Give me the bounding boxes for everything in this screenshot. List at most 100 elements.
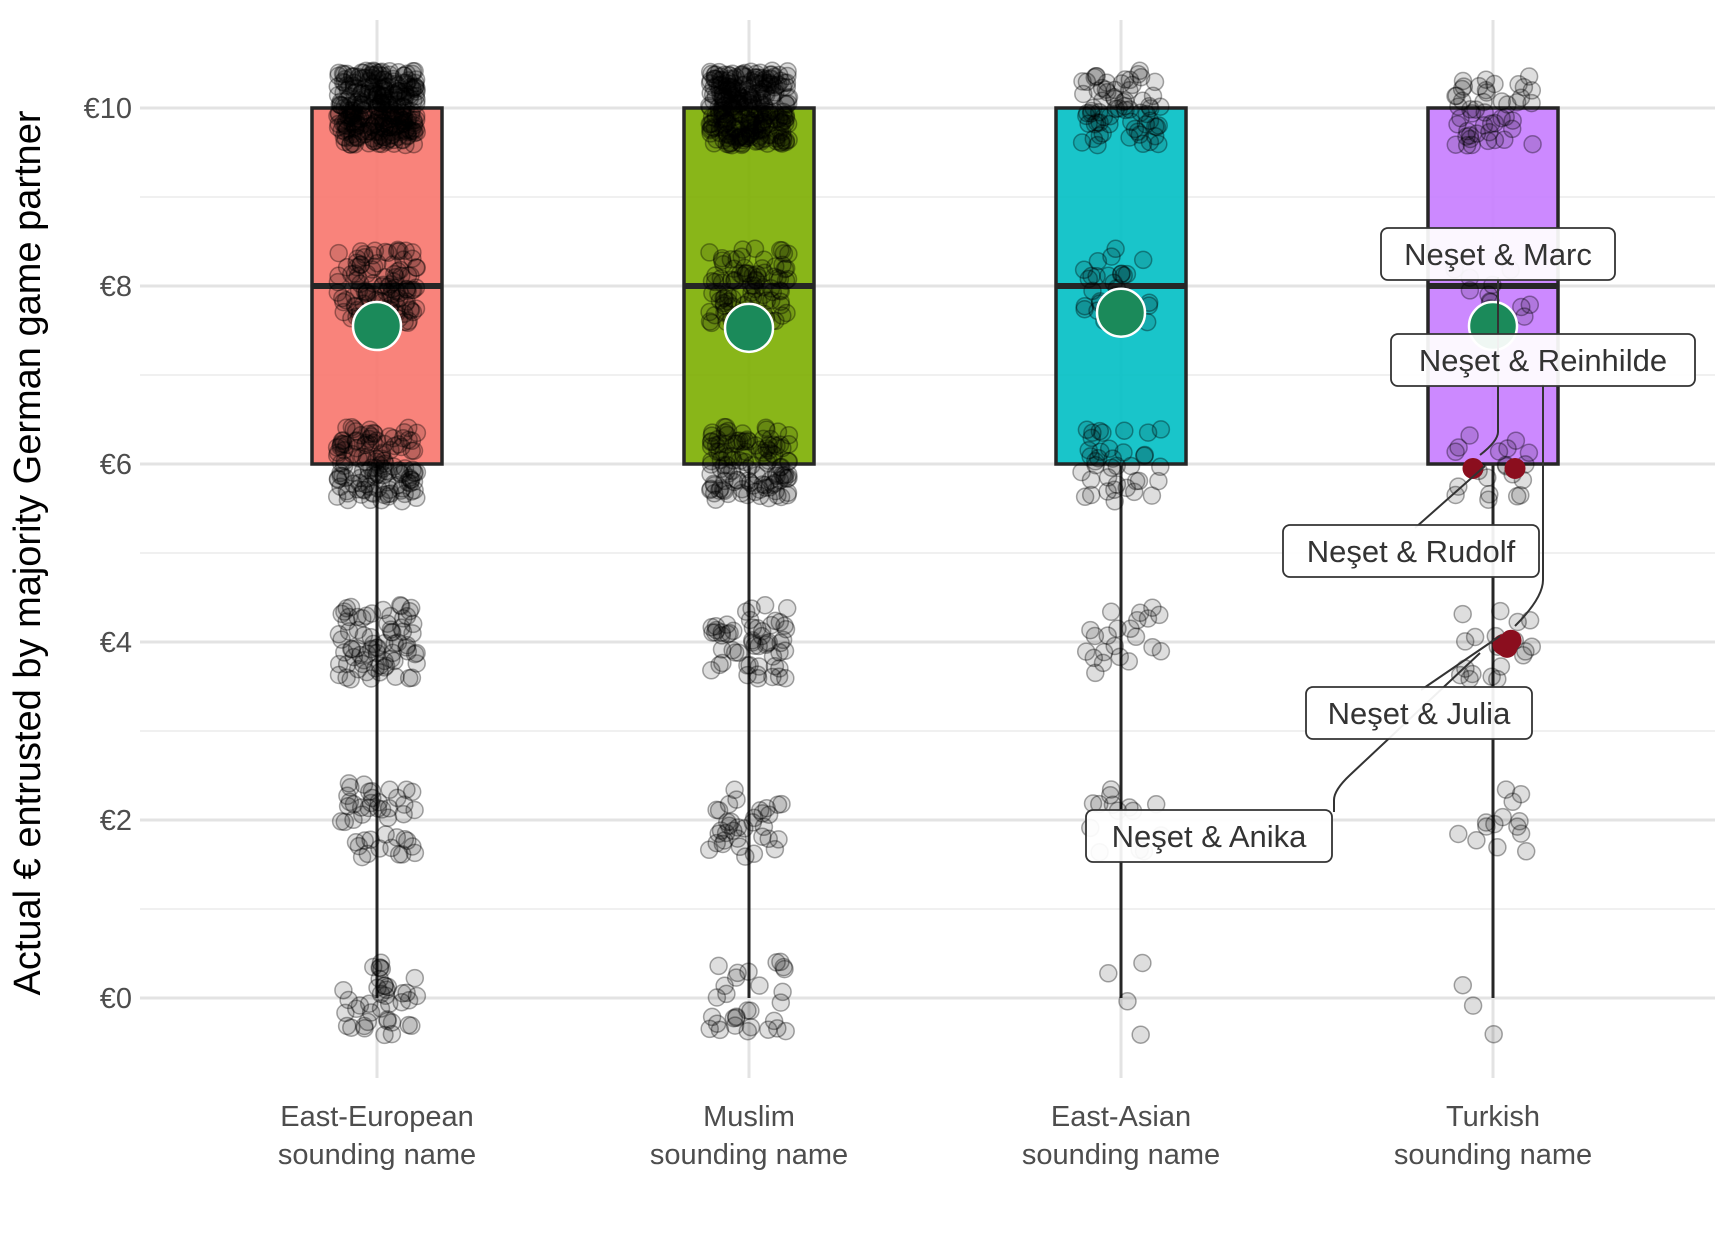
data-point bbox=[702, 661, 721, 680]
data-point bbox=[391, 115, 411, 134]
data-point bbox=[397, 112, 417, 131]
data-point bbox=[1475, 103, 1494, 122]
data-point bbox=[714, 88, 733, 108]
data-point bbox=[706, 69, 726, 89]
data-point bbox=[1131, 1025, 1150, 1044]
data-point bbox=[354, 651, 374, 670]
data-point bbox=[359, 460, 379, 480]
data-point bbox=[753, 804, 772, 823]
data-point bbox=[776, 106, 796, 125]
data-point bbox=[704, 91, 723, 111]
data-point bbox=[377, 130, 397, 150]
data-point bbox=[746, 68, 766, 87]
data-point bbox=[364, 132, 384, 151]
data-point bbox=[368, 464, 387, 484]
data-point bbox=[742, 283, 761, 302]
data-point bbox=[334, 440, 354, 460]
data-point bbox=[766, 611, 785, 631]
data-point bbox=[348, 249, 367, 269]
data-point bbox=[709, 284, 728, 303]
data-point bbox=[1478, 131, 1498, 151]
data-point bbox=[341, 100, 360, 120]
data-point bbox=[404, 116, 424, 135]
data-point bbox=[773, 630, 793, 650]
data-point bbox=[776, 108, 796, 128]
data-point bbox=[752, 85, 772, 105]
data-point bbox=[1477, 817, 1496, 836]
data-point bbox=[328, 106, 347, 126]
data-point bbox=[358, 469, 377, 488]
data-point bbox=[775, 616, 794, 635]
data-point bbox=[711, 450, 731, 470]
data-point bbox=[755, 475, 775, 495]
data-point bbox=[327, 438, 347, 457]
data-point bbox=[779, 425, 799, 445]
data-point bbox=[775, 73, 794, 93]
data-point bbox=[763, 444, 782, 463]
data-point bbox=[1125, 119, 1145, 139]
data-point bbox=[406, 87, 426, 106]
data-point bbox=[369, 134, 389, 153]
data-point bbox=[705, 69, 724, 89]
data-point bbox=[757, 634, 777, 653]
data-point bbox=[328, 283, 348, 302]
data-point bbox=[712, 98, 732, 118]
annotation-label-box bbox=[1380, 227, 1616, 281]
data-point bbox=[753, 112, 772, 132]
data-point bbox=[336, 1003, 355, 1023]
data-point bbox=[779, 452, 799, 471]
data-point bbox=[388, 95, 407, 114]
data-point bbox=[702, 451, 721, 471]
data-point bbox=[705, 65, 725, 85]
data-point bbox=[761, 429, 780, 449]
data-point bbox=[361, 793, 381, 813]
data-point bbox=[366, 466, 386, 485]
data-point bbox=[333, 466, 352, 486]
data-point bbox=[404, 463, 424, 483]
data-point bbox=[364, 61, 383, 81]
data-point bbox=[390, 241, 409, 261]
data-point bbox=[376, 461, 396, 481]
data-point bbox=[714, 296, 734, 315]
data-point bbox=[753, 285, 773, 305]
data-point bbox=[739, 98, 758, 117]
data-point bbox=[350, 468, 370, 488]
data-point bbox=[386, 107, 406, 127]
data-point bbox=[721, 133, 741, 153]
data-point bbox=[401, 300, 420, 319]
data-point bbox=[364, 465, 383, 484]
data-point bbox=[356, 68, 375, 88]
data-point bbox=[374, 119, 394, 138]
data-point bbox=[355, 247, 375, 267]
data-point bbox=[1090, 126, 1110, 145]
data-point bbox=[747, 466, 767, 485]
data-point bbox=[735, 75, 755, 94]
data-point bbox=[714, 293, 734, 313]
data-point bbox=[720, 66, 740, 85]
data-point bbox=[392, 845, 412, 864]
data-point bbox=[354, 481, 374, 500]
data-point bbox=[405, 78, 424, 98]
data-point bbox=[769, 65, 789, 85]
data-point bbox=[753, 463, 773, 482]
data-point bbox=[755, 263, 774, 283]
data-point bbox=[393, 87, 412, 106]
data-point bbox=[779, 465, 798, 484]
data-point bbox=[407, 258, 426, 277]
data-point bbox=[387, 828, 407, 847]
data-point bbox=[337, 435, 356, 455]
data-point bbox=[743, 89, 762, 108]
data-point bbox=[362, 427, 381, 446]
data-point bbox=[377, 132, 396, 151]
data-point bbox=[372, 62, 392, 81]
data-point bbox=[1090, 113, 1109, 132]
data-point bbox=[1081, 620, 1100, 640]
data-point bbox=[395, 110, 414, 130]
data-point bbox=[766, 83, 785, 102]
data-point bbox=[369, 117, 389, 136]
data-point bbox=[331, 92, 351, 111]
data-point bbox=[369, 97, 388, 117]
data-point bbox=[397, 292, 416, 311]
data-point bbox=[766, 257, 785, 276]
data-point bbox=[330, 95, 349, 114]
